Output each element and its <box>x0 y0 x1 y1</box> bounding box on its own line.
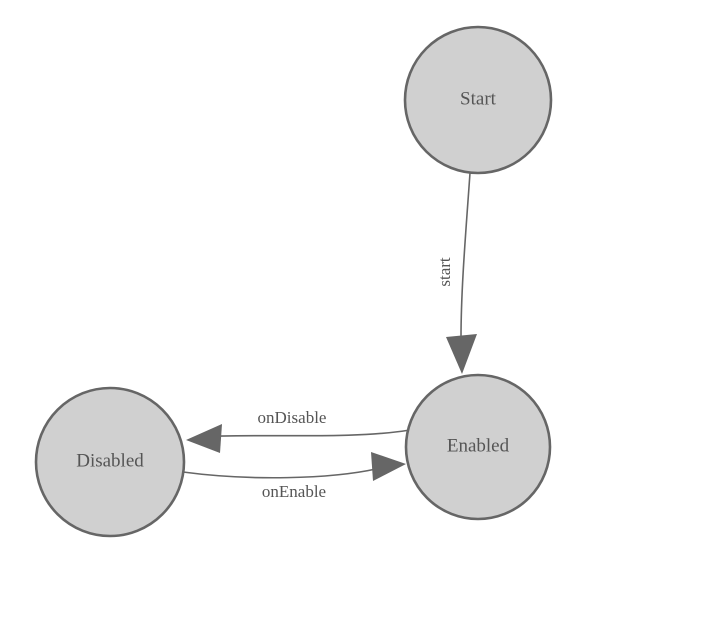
state-node-start-circle <box>403 25 553 175</box>
state-node-enabled-label: Enabled <box>447 435 510 456</box>
edge-disabled-to-enabled-path <box>182 468 377 479</box>
edge-enabled-to-disabled-arrowhead-icon <box>186 424 222 453</box>
state-node-disabled-label: Disabled <box>76 450 144 471</box>
edge-enabled-to-disabled[interactable]: onDisable <box>186 408 411 453</box>
edge-label-start: start <box>435 257 454 287</box>
edge-start-to-enabled-arrowhead-icon <box>446 334 477 374</box>
edge-enabled-to-disabled-path <box>195 429 411 438</box>
edge-start-to-enabled[interactable]: start <box>435 172 477 374</box>
state-node-disabled[interactable]: Disabled <box>34 386 186 538</box>
state-node-start[interactable]: Start <box>403 25 553 175</box>
state-node-start-label: Start <box>460 88 497 109</box>
edge-label-ondisable: onDisable <box>258 408 327 427</box>
edge-disabled-to-enabled[interactable]: onEnable <box>182 452 406 501</box>
state-node-enabled-circle <box>404 373 552 521</box>
edge-label-onenable: onEnable <box>262 482 326 501</box>
state-node-enabled[interactable]: Enabled <box>404 373 552 521</box>
edge-start-to-enabled-path <box>460 172 471 339</box>
state-node-disabled-circle <box>34 386 186 538</box>
edge-disabled-to-enabled-arrowhead-icon <box>371 452 406 481</box>
